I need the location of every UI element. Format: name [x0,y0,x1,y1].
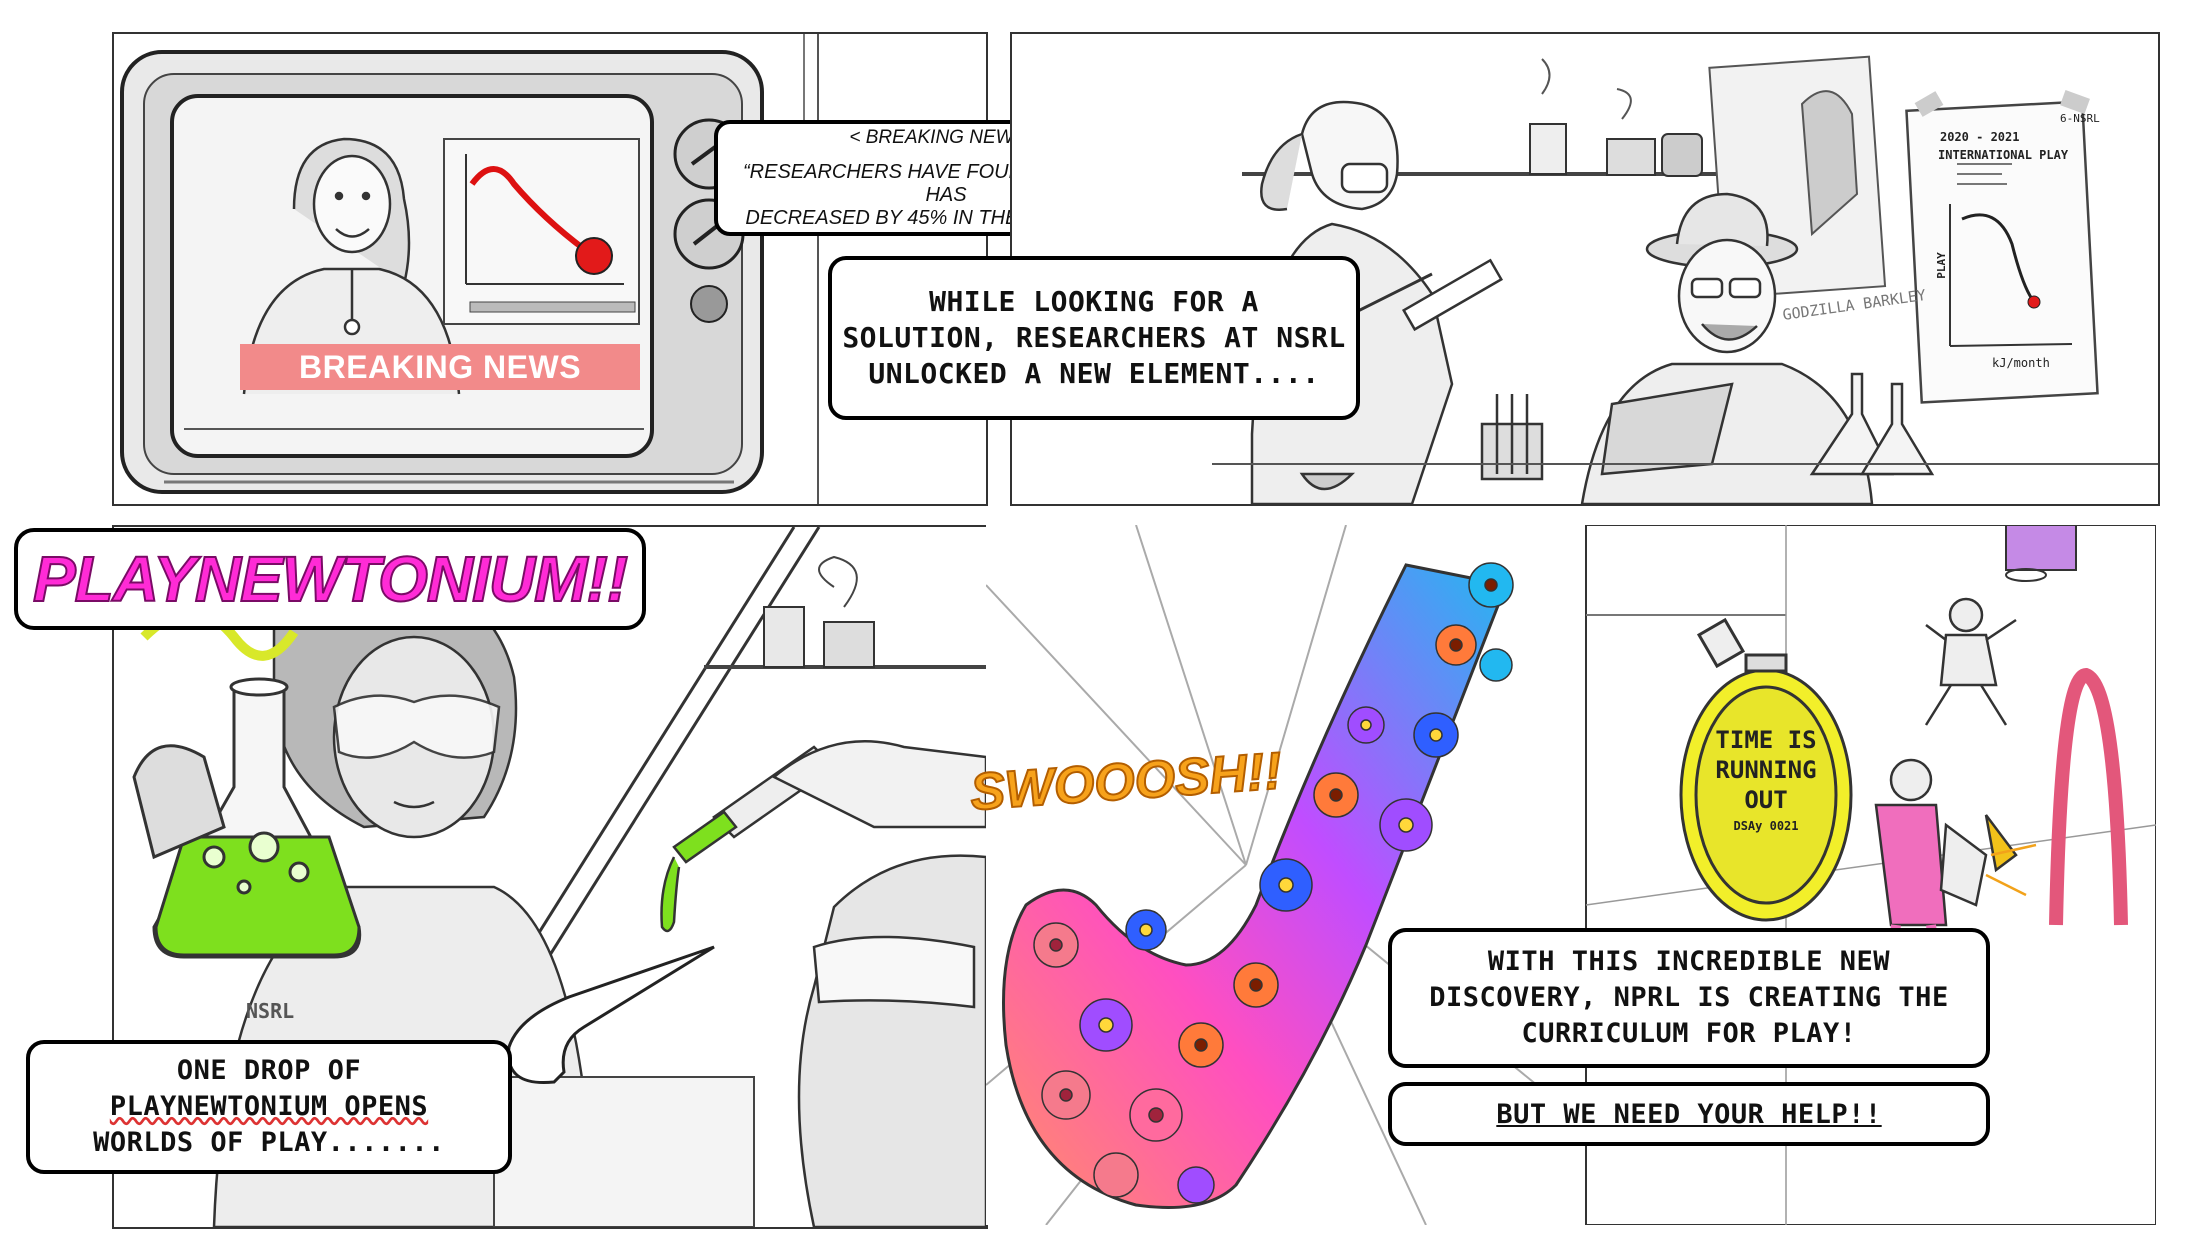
swoosh-flowers [1033,562,1514,1204]
help-text: BUT WE NEED YOUR HELP!! [1496,1098,1882,1130]
one-drop-caption: ONE DROP OF PLAYNEWTONIUM OPENS WORLDS O… [26,1040,512,1174]
breaking-news-header: < BREAKING NEWS > [849,126,1043,148]
lab-flasks [1299,372,1935,491]
playnewtonium-title-box: PLAYNEWTONIUM!! [14,528,646,630]
green-flask [132,677,362,959]
play-chart-line [1961,213,2034,300]
backboard [2005,525,2077,571]
help-caption: BUT WE NEED YOUR HELP!! [1388,1082,1990,1146]
pedestal [493,1076,755,1227]
panel-breaking-news: BREAKING NEWS [112,32,988,506]
poster-years: 2020 - 2021 [1940,130,2020,144]
jumping-kid [1924,597,2017,726]
shirt-text: NSRL [246,999,295,1023]
play-chart-dot [2027,295,2041,309]
poster-y-label: PLAY [1934,252,1948,279]
poster-corner-text: 6-NSRL [2060,112,2100,125]
swoosh-logo [507,945,715,1085]
tv-chart-line [469,166,586,252]
hoop [2005,568,2047,582]
play-chart-poster [1905,100,2099,404]
stopwatch [1679,617,1853,922]
playnewtonium-title: PLAYNEWTONIUM!! [32,542,629,616]
researchers-caption: WHILE LOOKING FOR A SOLUTION, RESEARCHER… [828,256,1360,420]
pink-arch [2049,667,2128,926]
curriculum-caption: WITH THIS INCREDIBLE NEW DISCOVERY, NPRL… [1388,928,1990,1068]
poster-x-label: kJ/month [1992,356,2050,370]
tv-banner-text: BREAKING NEWS [298,348,582,385]
researcher-man [1580,192,1874,504]
dropper [660,740,986,933]
clock-face-text: TIME IS RUNNING OUT DSAy 0021 [1715,726,1817,833]
poster-title: INTERNATIONAL PLAY [1938,148,2069,162]
tv-breaking-news-banner: BREAKING NEWS [240,344,640,390]
scientist-man [797,854,986,1227]
tv-chart-dot [575,237,613,275]
tv-chart-board [443,138,640,325]
